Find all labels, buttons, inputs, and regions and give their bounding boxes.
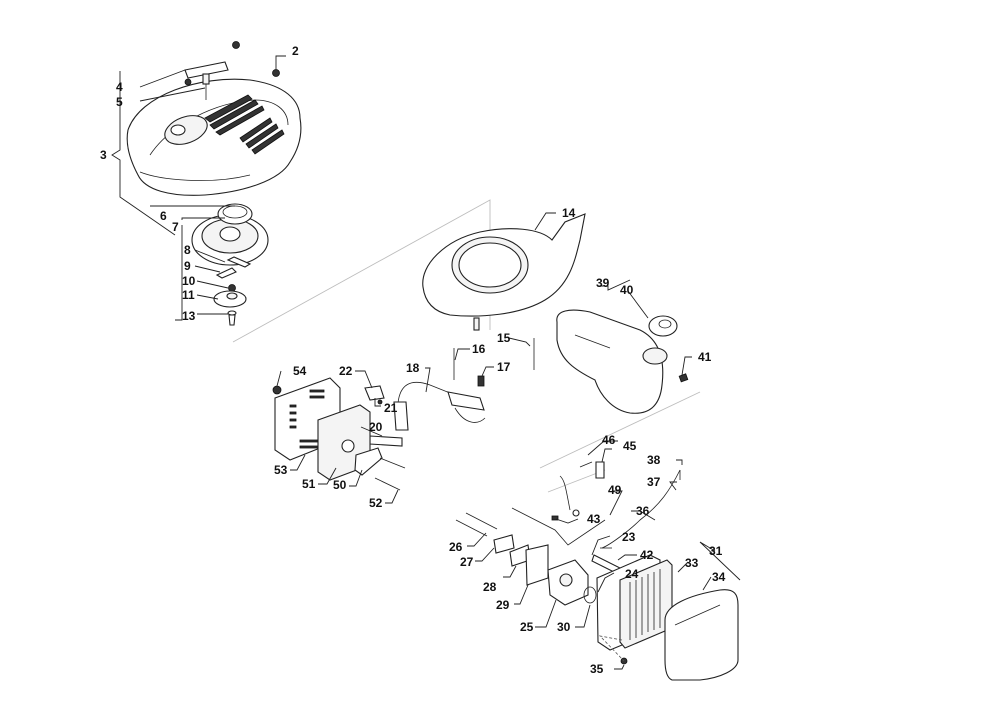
callout-labels: 2 3 4 5 6 7 8 9 10 11 13 14 15 16 17 18 …	[100, 44, 726, 676]
callout-7: 7	[172, 220, 179, 234]
callout-8: 8	[184, 243, 191, 257]
callout-27: 27	[460, 555, 474, 569]
carburettor-parts[interactable]	[455, 512, 597, 606]
callout-43: 43	[587, 512, 601, 526]
callout-6: 6	[160, 209, 167, 223]
callout-10: 10	[182, 274, 196, 288]
callout-46: 46	[602, 433, 616, 447]
callout-38: 38	[647, 453, 661, 467]
ignition-parts[interactable]	[364, 338, 535, 447]
callout-9: 9	[184, 259, 191, 273]
callout-17: 17	[497, 360, 511, 374]
fuel-tank[interactable]	[556, 309, 689, 414]
callout-31: 31	[709, 544, 723, 558]
callout-49: 49	[608, 483, 622, 497]
callout-33: 33	[685, 556, 699, 570]
callout-15: 15	[497, 331, 511, 345]
callout-11: 11	[182, 288, 195, 302]
callout-3: 3	[100, 148, 107, 162]
callout-13: 13	[182, 309, 196, 323]
callout-40: 40	[620, 283, 634, 297]
callout-2: 2	[292, 44, 299, 58]
callout-34: 34	[712, 570, 726, 584]
callout-26: 26	[449, 540, 463, 554]
callout-20: 20	[369, 420, 383, 434]
blower-housing[interactable]	[422, 213, 586, 331]
callout-30: 30	[557, 620, 571, 634]
starter-cover[interactable]	[126, 41, 302, 196]
callout-29: 29	[496, 598, 510, 612]
callout-28: 28	[483, 580, 497, 594]
callout-18: 18	[406, 361, 420, 375]
callout-42: 42	[640, 548, 654, 562]
callout-45: 45	[623, 439, 637, 453]
callout-21: 21	[384, 401, 398, 415]
callout-51: 51	[302, 477, 316, 491]
callout-23: 23	[622, 530, 636, 544]
leader-lines	[111, 55, 741, 670]
callout-5: 5	[116, 95, 123, 109]
callout-52: 52	[369, 496, 383, 510]
callout-37: 37	[647, 475, 661, 489]
callout-24: 24	[625, 567, 639, 581]
governor-parts[interactable]	[511, 461, 681, 575]
callout-41: 41	[698, 350, 712, 364]
muffler-parts[interactable]	[272, 377, 406, 491]
callout-25: 25	[520, 620, 534, 634]
callout-54: 54	[293, 364, 307, 378]
callout-35: 35	[590, 662, 604, 676]
air-filter-parts[interactable]	[596, 554, 739, 681]
callout-50: 50	[333, 478, 347, 492]
callout-53: 53	[274, 463, 288, 477]
pawl-parts[interactable]	[213, 256, 252, 326]
callout-14: 14	[562, 206, 576, 220]
callout-4: 4	[116, 80, 123, 94]
callout-36: 36	[636, 504, 650, 518]
callout-22: 22	[339, 364, 353, 378]
callout-16: 16	[472, 342, 486, 356]
callout-39: 39	[596, 276, 610, 290]
recoil-pulley[interactable]	[191, 203, 269, 266]
